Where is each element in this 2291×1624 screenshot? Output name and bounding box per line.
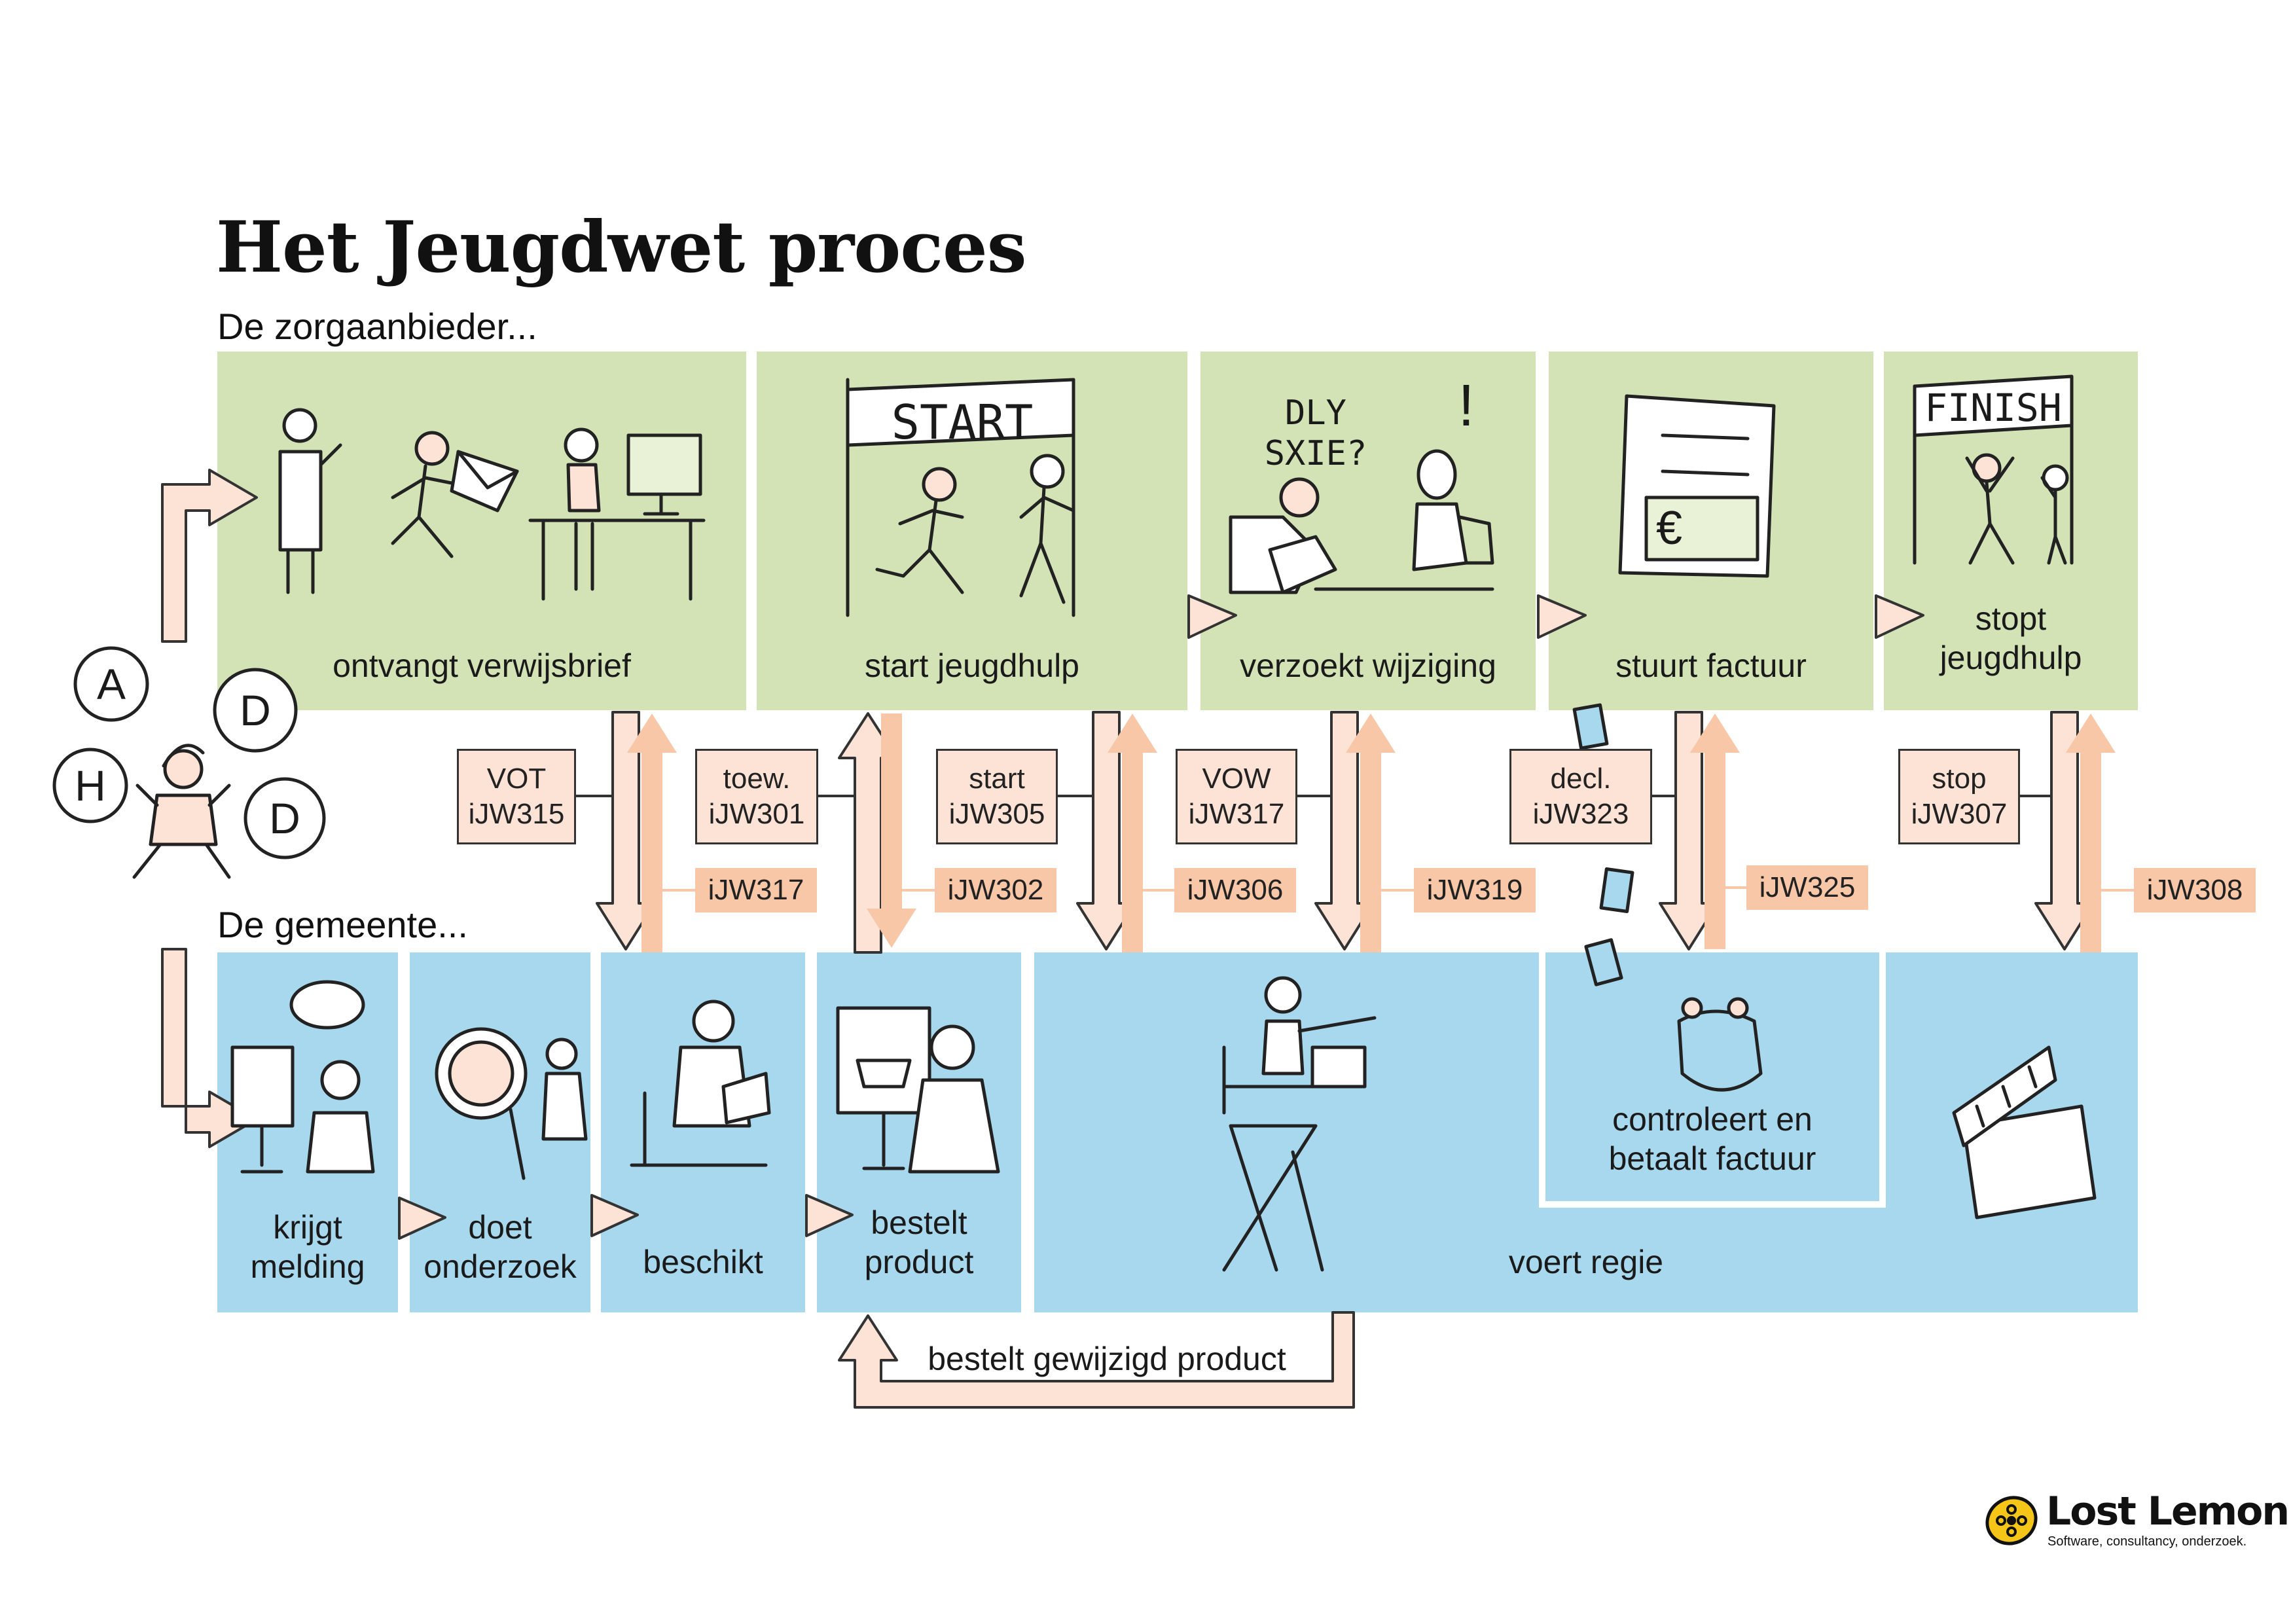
return-message-label: iJW319 (1414, 868, 1536, 912)
message-box-decl: decl.iJW323 (1509, 749, 1652, 844)
entry-arrows (161, 469, 258, 1148)
illustrations (132, 374, 2097, 1272)
runner-with-letter-icon (391, 431, 519, 558)
message-code: toew. (723, 763, 791, 795)
exclaim-text: ! (1458, 373, 1475, 439)
page-title: Het Jeugdwet proces (216, 206, 1027, 289)
return-connector-lines (662, 886, 2134, 892)
message-id: iJW317 (1188, 798, 1285, 830)
municipality-lane-label: De gemeente... (217, 904, 468, 945)
provider-step-1-label: ontvangt verwijsbrief (333, 647, 631, 684)
return-arrow (867, 713, 916, 948)
flow-triangle (1187, 594, 1237, 639)
municipality-step-2-label-line2: onderzoek (424, 1248, 577, 1285)
banknotes-icon (1572, 703, 1634, 986)
municipality-step-1-label-line2: melding (250, 1248, 365, 1285)
return-arrow (627, 713, 677, 952)
purse-icon (1677, 997, 1763, 1092)
loop-arrow-label: bestelt gewijzigd product (928, 1341, 1286, 1377)
logo-name: Lost Lemon (2046, 1489, 2290, 1534)
loop-arrow (838, 1311, 1355, 1409)
message-box-toew: toew.iJW301 (695, 749, 818, 844)
bubble-letter: D (240, 686, 271, 734)
message-id: iJW323 (1532, 798, 1629, 830)
flow-triangle (398, 1197, 446, 1240)
message-arrows-down (596, 711, 2095, 954)
provider-step-5-label-line1: stopt (1975, 600, 2047, 637)
message-code: VOW (1202, 763, 1271, 795)
return-message-label: iJW308 (2134, 868, 2256, 912)
municipality-step-2-label-line1: doet (468, 1209, 532, 1246)
message-id: iJW315 (468, 798, 565, 830)
reader-person-icon (1229, 449, 1494, 594)
bubble-letter: A (96, 660, 126, 708)
municipality-step-3-label: beschikt (643, 1244, 763, 1280)
flow-triangles (398, 594, 1924, 1240)
director-chair-icon (1222, 976, 1377, 1272)
message-code: stop (1932, 763, 1987, 795)
message-id: iJW301 (708, 798, 805, 830)
bubble-letter: D (269, 794, 300, 842)
return-arrow (2066, 713, 2116, 952)
return-arrows (627, 713, 2116, 952)
flow-triangle (805, 1194, 854, 1237)
message-code: start (969, 763, 1025, 795)
provider-step-4-label: stuurt factuur (1615, 647, 1807, 684)
return-message-label: iJW306 (1174, 868, 1296, 912)
doctor-icon (278, 408, 342, 594)
provider-lane (217, 352, 2138, 710)
municipality-step-1-label-line1: krijgt (273, 1209, 342, 1246)
desk-worker-icon (528, 427, 706, 601)
child-figure-icon (132, 744, 231, 879)
municipality-step-4-label-line2: product (864, 1244, 974, 1280)
finish-banner-icon (1913, 374, 2074, 565)
flow-triangle (1537, 594, 1587, 639)
entry-arrow-municipality (161, 948, 258, 1148)
flow-triangle (1875, 594, 1924, 639)
entry-arrow-provider (161, 469, 258, 643)
return-message-label: iJW325 (1746, 865, 1868, 910)
child-speech-bubbles (52, 646, 326, 859)
message-id: iJW305 (948, 798, 1045, 830)
invoice-icon (1618, 394, 1776, 578)
provider-step-5-label-line2: jeugdhulp (1939, 640, 2082, 676)
euro-icon: € (1655, 502, 1683, 554)
return-arrow (1690, 713, 1740, 949)
magnifier-icon (435, 1027, 588, 1180)
message-id: iJW307 (1911, 798, 2008, 830)
message-code: VOT (486, 763, 547, 795)
municipality-step-5-label: voert regie (1508, 1244, 1664, 1280)
order-product-icon (836, 1006, 1000, 1174)
return-message-label: iJW317 (695, 868, 817, 912)
provider-step-3-label: verzoekt wijziging (1240, 647, 1496, 684)
bubble-letter: H (75, 761, 106, 810)
thought-text: DLY SXIE? (1264, 393, 1367, 473)
return-message-label: iJW302 (935, 868, 1056, 912)
start-banner-text: START (891, 395, 1034, 450)
return-arrow (1108, 713, 1157, 952)
logo-tagline: Software, consultancy, onderzoek. (2047, 1534, 2247, 1549)
operator-icon (230, 980, 375, 1174)
decision-maker-icon (630, 1000, 771, 1167)
municipality-step-6-label-line1: controleert en (1612, 1101, 1813, 1138)
clapperboard-icon (1952, 1045, 2097, 1219)
message-code: decl. (1550, 763, 1612, 795)
municipality-lane (217, 946, 2138, 1312)
finish-banner-text: FINISH (1924, 386, 2062, 430)
return-arrow (1346, 713, 1396, 952)
municipality-step-4-label-line1: bestelt (871, 1204, 967, 1241)
municipality-step-6-label-line2: betaalt factuur (1608, 1140, 1816, 1177)
provider-step-2-label: start jeugdhulp (864, 647, 1079, 684)
provider-lane-label: De zorgaanbieder... (217, 306, 537, 347)
lemon-logo-icon (1985, 1496, 2038, 1545)
start-banner-icon (846, 378, 1075, 617)
flow-triangle (590, 1194, 639, 1237)
